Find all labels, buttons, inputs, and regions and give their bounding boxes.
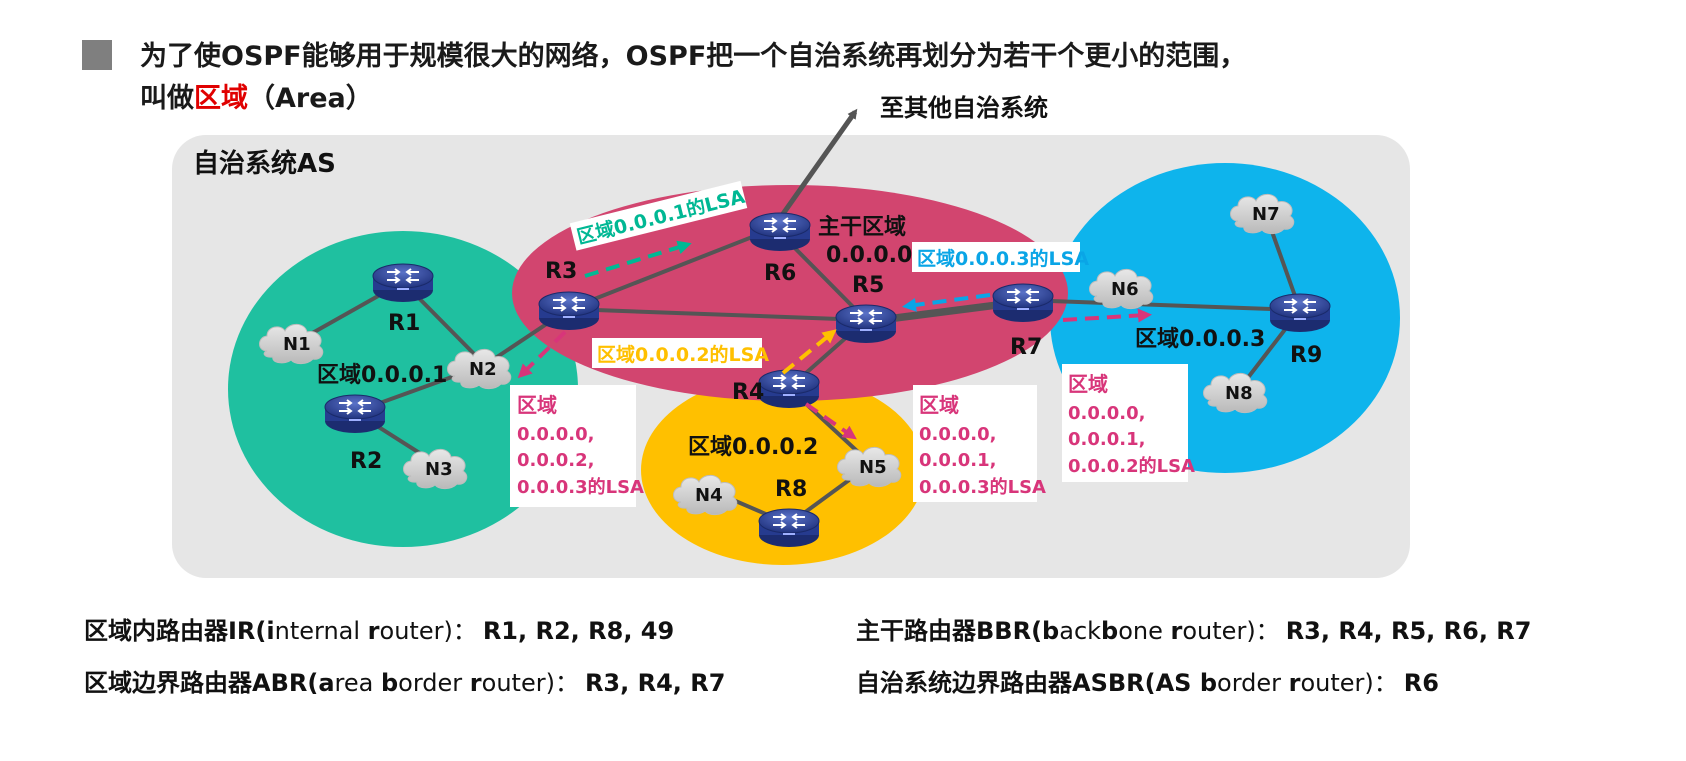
svg-text:N5: N5	[859, 457, 887, 478]
router-r6-label: R6	[764, 261, 796, 286]
lsa-to-area2-arrow	[804, 402, 857, 440]
title-line-2: 叫做区域（Area）	[140, 76, 373, 115]
router-r1-label: R1	[388, 311, 420, 336]
svg-text:N8: N8	[1225, 383, 1253, 404]
lsa-area3-label: 区域0.0.0.3的LSA	[912, 242, 1089, 272]
router-r3-label: R3	[545, 259, 577, 284]
title-prefix: 叫做	[140, 83, 194, 114]
svg-text:0.0.0.3的LSA: 0.0.0.3的LSA	[517, 476, 644, 498]
svg-text:0.0.0.0,: 0.0.0.0,	[1068, 403, 1145, 424]
network-n4: N4	[673, 474, 738, 516]
area3-label: 区域0.0.0.3	[1135, 326, 1265, 352]
network-n1: N1	[259, 323, 324, 365]
svg-text:N3: N3	[425, 459, 453, 480]
lsa-area1-arrow	[584, 240, 692, 278]
backbone-id: 0.0.0.0	[826, 243, 912, 268]
info-box-area1: 区域 0.0.0.0, 0.0.0.2, 0.0.0.3的LSA	[510, 385, 644, 507]
svg-text:区域0.0.0.3的LSA: 区域0.0.0.3的LSA	[917, 247, 1089, 270]
router-r9-label: R9	[1290, 343, 1322, 368]
lsa-area3-arrow	[902, 293, 991, 312]
svg-text:N2: N2	[469, 359, 497, 380]
footer-bbr: 主干路由器BBR(backbone router)：R3, R4, R5, R6…	[856, 617, 1532, 645]
router-r5	[835, 304, 897, 344]
router-r9	[1269, 293, 1331, 333]
svg-text:区域0.0.0.2的LSA: 区域0.0.0.2的LSA	[597, 343, 769, 366]
footer-ir-values: R1, R2, R8, 49	[482, 617, 675, 645]
router-r2-label: R2	[350, 449, 382, 474]
router-r6	[749, 212, 811, 252]
lsa-to-area1-arrow	[517, 330, 567, 379]
svg-text:区域: 区域	[919, 393, 959, 417]
svg-text:0.0.0.2的LSA: 0.0.0.2的LSA	[1068, 455, 1195, 477]
svg-text:区域: 区域	[1068, 372, 1108, 396]
footer-asbr-values: R6	[1403, 669, 1439, 697]
network-n8: N8	[1203, 372, 1268, 414]
footer-ir: 区域内路由器IR(internal router)：R1, R2, R8, 49	[84, 617, 675, 645]
svg-text:区域: 区域	[517, 393, 557, 417]
title-highlight: 区域	[194, 83, 248, 114]
area1-label: 区域0.0.0.1	[317, 362, 447, 388]
external-link	[770, 108, 858, 230]
svg-text:N4: N4	[695, 485, 723, 506]
router-r7	[992, 283, 1054, 323]
svg-text:N6: N6	[1111, 279, 1139, 300]
footer-abr: 区域边界路由器ABR(area border router)：R3, R4, R…	[84, 669, 726, 697]
svg-text:0.0.0.0,: 0.0.0.0,	[919, 424, 996, 445]
router-r1	[372, 263, 434, 303]
backbone-label: 主干区域	[818, 214, 906, 240]
router-r5-label: R5	[852, 273, 884, 298]
network-n5: N5	[837, 446, 902, 488]
router-r8-label: R8	[775, 477, 807, 502]
lsa-area2-label: 区域0.0.0.2的LSA	[592, 338, 769, 368]
area2-label: 区域0.0.0.2	[688, 434, 818, 460]
svg-text:0.0.0.0,: 0.0.0.0,	[517, 424, 594, 445]
router-r4-label: R4	[732, 380, 764, 405]
area1-region	[228, 231, 578, 547]
footer-asbr: 自治系统边界路由器ASBR(AS border router)：R6	[856, 669, 1439, 697]
router-r2	[324, 394, 386, 434]
router-r8	[758, 508, 820, 548]
info-box-area2: 区域 0.0.0.0, 0.0.0.1, 0.0.0.3的LSA	[913, 385, 1046, 502]
lsa-to-area3-arrow	[1062, 308, 1152, 323]
footer-bbr-values: R3, R4, R5, R6, R7	[1285, 617, 1532, 645]
network-n2: N2	[447, 348, 512, 390]
svg-text:N7: N7	[1252, 204, 1280, 225]
as-label: 自治系统AS	[193, 148, 336, 179]
router-r7-label: R7	[1010, 335, 1042, 360]
area2-region	[641, 375, 925, 565]
external-label: 至其他自治系统	[880, 94, 1048, 122]
svg-text:0.0.0.2,: 0.0.0.2,	[517, 450, 594, 471]
footer-abr-values: R3, R4, R7	[584, 669, 726, 697]
svg-text:0.0.0.3的LSA: 0.0.0.3的LSA	[919, 476, 1046, 498]
svg-text:0.0.0.1,: 0.0.0.1,	[1068, 429, 1145, 450]
title-suffix: （Area）	[248, 83, 373, 114]
network-n3: N3	[403, 448, 468, 490]
info-box-area3: 区域 0.0.0.0, 0.0.0.1, 0.0.0.2的LSA	[1062, 364, 1195, 482]
network-n7: N7	[1230, 193, 1295, 235]
router-r3	[538, 291, 600, 331]
router-r4	[758, 369, 820, 409]
svg-text:N1: N1	[283, 334, 311, 355]
title-line-1: 为了使OSPF能够用于规模很大的网络，OSPF把一个自治系统再划分为若干个更小的…	[140, 41, 1247, 72]
lsa-area2-arrow	[781, 329, 837, 375]
title-bullet	[82, 40, 112, 70]
svg-text:0.0.0.1,: 0.0.0.1,	[919, 450, 996, 471]
network-n6: N6	[1089, 268, 1154, 310]
